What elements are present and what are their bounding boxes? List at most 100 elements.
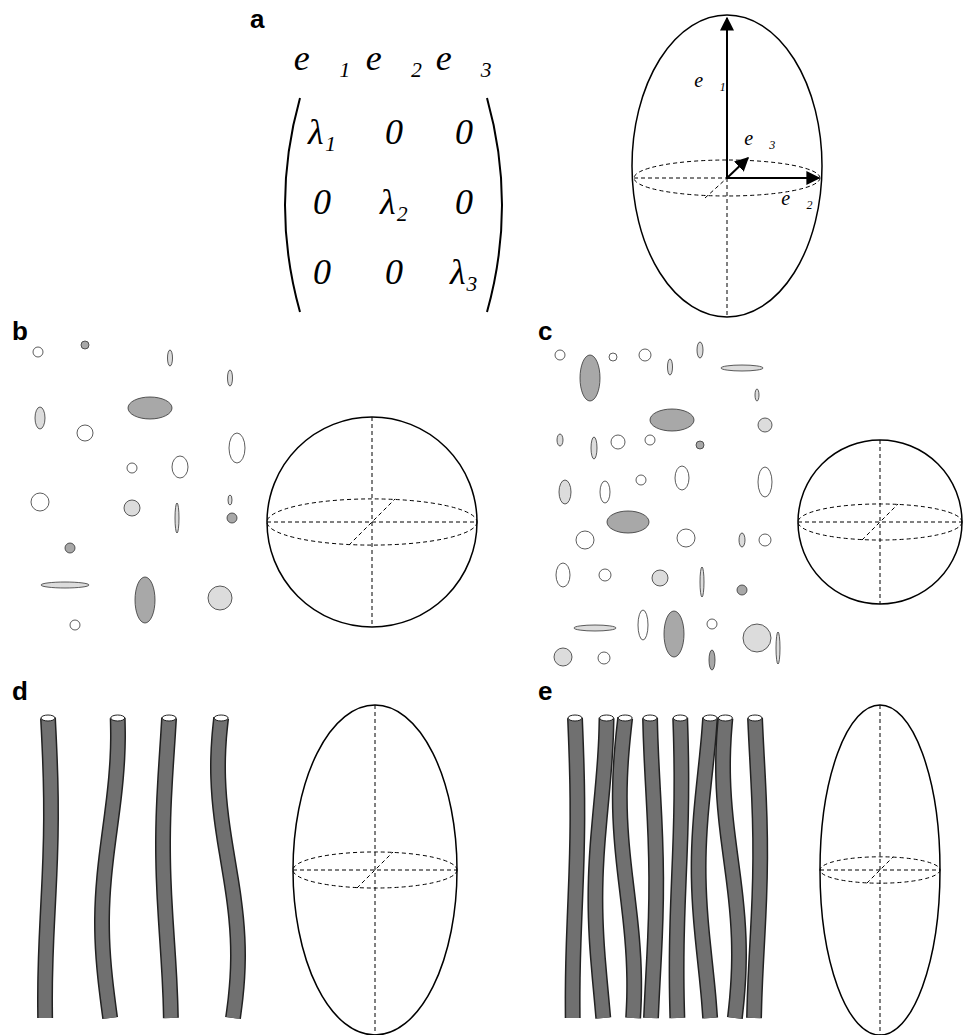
- fiber-tube: [102, 715, 125, 1018]
- diffusion-blob: [77, 425, 93, 441]
- diffusion-blob: [600, 481, 610, 503]
- matrix-entry: λ₃: [450, 254, 478, 290]
- diffusion-blob: [677, 529, 695, 547]
- diffusion-blob: [609, 353, 617, 361]
- matrix-entry: 0: [313, 184, 331, 220]
- diffusion-blob: [555, 350, 565, 360]
- diffusion-blob: [127, 463, 137, 473]
- diffusion-blob: [591, 437, 597, 459]
- diffusion-blob: [599, 569, 611, 581]
- fiber-tube: [618, 715, 634, 1018]
- diffusion-blob: [65, 543, 75, 553]
- diffusion-blob: [721, 365, 763, 371]
- diffusion-blob: [124, 500, 140, 516]
- matrix-entry: λ₁: [308, 114, 336, 150]
- diffusion-blob: [709, 650, 715, 670]
- diffusion-blob: [574, 625, 616, 631]
- fiber-tube: [595, 715, 613, 1018]
- axis-label: e⃗₂: [781, 188, 812, 208]
- axis-label: e⃗₃: [744, 128, 775, 148]
- diffusion-blob: [70, 620, 80, 630]
- diffusion-blob: [128, 397, 172, 419]
- diffusion-blob: [229, 433, 245, 463]
- eigenvector-header: e⃗₂: [366, 40, 423, 76]
- diffusion-blob: [639, 349, 651, 361]
- panel-letter: d: [12, 678, 28, 704]
- diffusion-blob: [208, 586, 232, 610]
- diffusion-blob: [598, 652, 610, 664]
- tensor-ellipsoid: [293, 705, 457, 1035]
- diffusion-blob: [697, 342, 703, 358]
- fiber-tube: [748, 715, 762, 1018]
- isotropic-blobs: [31, 341, 780, 670]
- diffusion-blob: [700, 567, 704, 597]
- fiber-tube: [568, 715, 582, 1018]
- diffusion-blob: [668, 359, 673, 375]
- diffusion-blob: [228, 370, 233, 386]
- diffusion-blob: [652, 570, 668, 586]
- diffusion-blob: [554, 648, 572, 666]
- tensor-ellipsoid: [798, 440, 962, 604]
- diffusion-blob: [81, 341, 89, 349]
- diffusion-blob: [737, 585, 747, 595]
- panel-letter: a: [250, 6, 264, 32]
- fiber-tube: [718, 715, 739, 1018]
- matrix-entry: 0: [385, 254, 403, 290]
- diffusion-blob: [41, 582, 89, 588]
- tensor-ellipsoids: [267, 417, 962, 1035]
- diffusion-blob: [175, 503, 179, 533]
- diffusion-blob: [228, 495, 232, 505]
- diffusion-blob: [33, 347, 43, 357]
- diffusion-blob: [636, 475, 646, 485]
- diffusion-blob: [707, 619, 717, 629]
- matrix-entry: 0: [385, 114, 403, 150]
- matrix-bracket: [285, 98, 300, 312]
- diffusion-blob: [227, 513, 237, 523]
- fiber-tube: [699, 715, 718, 1018]
- panel-letter: b: [12, 318, 28, 344]
- diffusion-blob: [758, 418, 772, 432]
- fiber-tubes: [41, 715, 762, 1018]
- eigenvector-header: e⃗₃: [436, 40, 493, 76]
- diffusion-blob: [755, 389, 759, 401]
- diffusion-blob: [739, 533, 745, 547]
- matrix-entry: 0: [455, 184, 473, 220]
- axis-label: e⃗₁: [694, 70, 725, 90]
- fiber-tube: [643, 715, 657, 1018]
- diffusion-blob: [759, 534, 771, 546]
- tensor-ellipsoid: [820, 705, 940, 1035]
- diffusion-blob: [580, 355, 600, 401]
- diffusion-blob: [168, 350, 173, 366]
- diffusion-blob: [650, 409, 694, 431]
- matrix-entry: λ₂: [380, 184, 408, 220]
- fiber-tube: [162, 715, 176, 1018]
- diffusion-blob: [696, 441, 704, 449]
- eigenvector-header: e⃗₁: [294, 40, 351, 76]
- diffusion-blob: [35, 407, 45, 429]
- diffusion-blob: [645, 435, 655, 445]
- diffusion-blob: [557, 434, 563, 446]
- diffusion-blob: [758, 467, 772, 497]
- diffusion-blob: [576, 531, 594, 549]
- diffusion-blob: [607, 511, 649, 533]
- diffusion-blob: [135, 577, 155, 623]
- panel-letter: e: [538, 678, 552, 704]
- diffusion-blob: [776, 632, 780, 664]
- matrix-entry: 0: [313, 254, 331, 290]
- fiber-tube: [214, 715, 238, 1018]
- diffusion-blob: [664, 611, 684, 657]
- diffusion-blob: [556, 563, 570, 587]
- diffusion-blob: [638, 610, 648, 640]
- fiber-tube: [673, 715, 687, 1018]
- diffusion-blob: [559, 480, 571, 504]
- diffusion-blob: [675, 466, 689, 490]
- diffusion-blob: [743, 624, 771, 652]
- tensor-ellipsoid: [267, 417, 477, 627]
- diffusion-blob: [172, 456, 188, 478]
- tensor-ellipsoid: [632, 15, 822, 317]
- matrix-entry: 0: [455, 114, 473, 150]
- diffusion-blob: [611, 435, 625, 449]
- panel-letter: c: [538, 318, 552, 344]
